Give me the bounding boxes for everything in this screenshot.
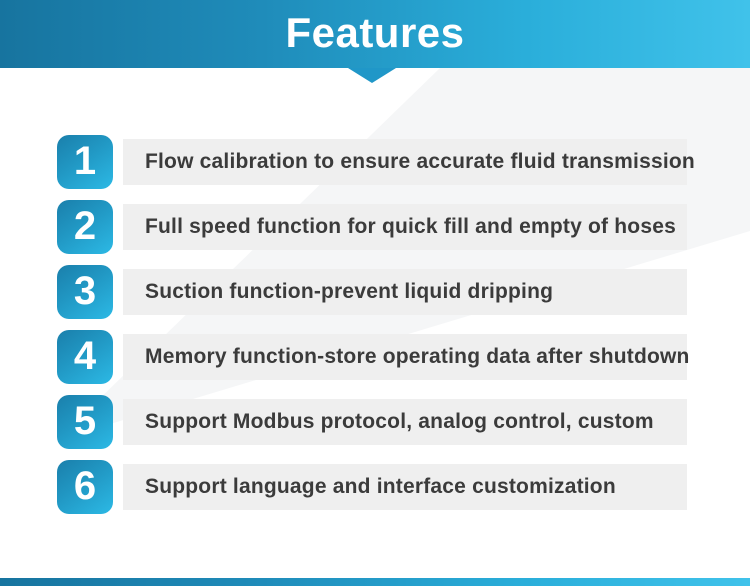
feature-label: Suction function-prevent liquid dripping	[145, 280, 554, 303]
feature-label: Flow calibration to ensure accurate flui…	[145, 150, 695, 173]
feature-label-bar: Full speed function for quick fill and e…	[123, 204, 687, 250]
feature-label: Memory function-store operating data aft…	[145, 345, 690, 368]
feature-number-badge: 3	[57, 265, 113, 319]
feature-row-4: 4 Memory function-store operating data a…	[57, 330, 690, 384]
feature-list: 1 Flow calibration to ensure accurate fl…	[57, 135, 695, 525]
feature-row-5: 5 Support Modbus protocol, analog contro…	[57, 395, 687, 449]
feature-label-bar: Support Modbus protocol, analog control,…	[123, 399, 687, 445]
feature-row-1: 1 Flow calibration to ensure accurate fl…	[57, 135, 695, 189]
feature-label-bar: Memory function-store operating data aft…	[123, 334, 690, 380]
feature-number-badge: 4	[57, 330, 113, 384]
feature-label-bar: Support language and interface customiza…	[123, 464, 687, 510]
feature-label-bar: Flow calibration to ensure accurate flui…	[123, 139, 695, 185]
feature-label-bar: Suction function-prevent liquid dripping	[123, 269, 687, 315]
feature-row-6: 6 Support language and interface customi…	[57, 460, 687, 514]
banner-notch-triangle	[348, 68, 396, 83]
feature-number-badge: 1	[57, 135, 113, 189]
feature-label: Support Modbus protocol, analog control,…	[145, 410, 654, 433]
page-title: Features	[285, 9, 465, 56]
feature-label: Support language and interface customiza…	[145, 475, 616, 498]
feature-number-badge: 2	[57, 200, 113, 254]
feature-label: Full speed function for quick fill and e…	[145, 215, 676, 238]
footer-accent-bar	[0, 578, 750, 586]
feature-row-3: 3 Suction function-prevent liquid drippi…	[57, 265, 687, 319]
header-banner: Features	[0, 0, 750, 68]
feature-row-2: 2 Full speed function for quick fill and…	[57, 200, 687, 254]
feature-number-badge: 5	[57, 395, 113, 449]
feature-number-badge: 6	[57, 460, 113, 514]
